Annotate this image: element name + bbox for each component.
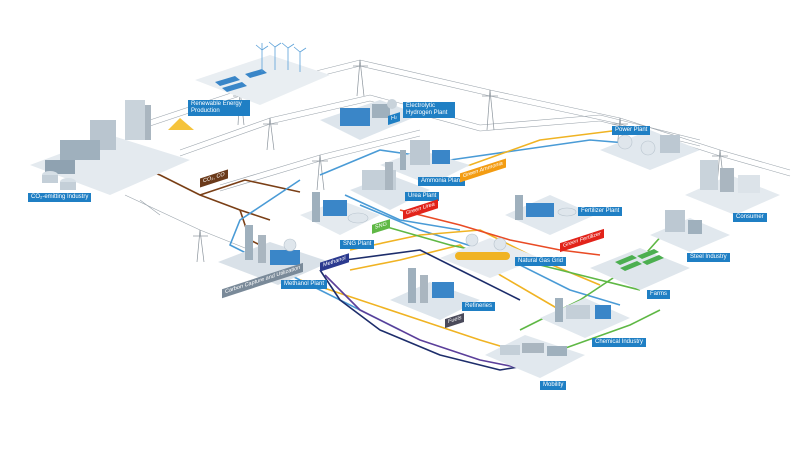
urea-plant-site — [350, 162, 430, 210]
chemical-industry-site — [540, 298, 630, 338]
farms-site — [590, 248, 690, 290]
ammonia-plant-label: Ammonia Plant — [418, 177, 465, 186]
consumer-site — [685, 160, 780, 215]
power-pylon-icon — [353, 59, 368, 97]
mobility-site — [485, 335, 585, 378]
steel-industry-label: Steel Industry — [687, 253, 730, 262]
blue-pipeline-1 — [229, 179, 401, 331]
power-pylon-icon — [312, 154, 328, 191]
consumer-label: Consumer — [733, 213, 767, 222]
power-pylon-icon — [193, 229, 208, 263]
natural-gas-grid-site — [440, 233, 540, 278]
electrolytic-hydrogen-site — [320, 99, 420, 140]
methanol-plant-label: Methanol Plant — [281, 280, 328, 289]
fertilizer-plant-site — [505, 195, 595, 235]
yellow-pipeline-4 — [349, 244, 561, 311]
power-pylon-icon — [482, 89, 498, 131]
greenhouse-icon — [615, 249, 664, 271]
ammonia-plant-site — [380, 140, 470, 185]
co2-pipeline-branch — [199, 179, 301, 196]
renewable-energy-site — [195, 41, 330, 105]
green-urea-pipeline — [399, 209, 601, 256]
methanol-pipeline-1 — [319, 269, 531, 371]
solar-panel-icon — [215, 69, 267, 92]
co2-industry-label: CO₂-emitting Industry — [28, 193, 92, 202]
yellow-pipeline-2 — [349, 229, 601, 286]
sng-plant-site — [300, 192, 380, 235]
blue-pipeline-2 — [319, 139, 651, 176]
purple-pipeline — [324, 274, 521, 369]
farms-label: Farms — [647, 290, 670, 299]
yellow-pipeline-3 — [299, 279, 531, 356]
electrolytic-hydrogen-label: Electrolytic Hydrogen Plant — [403, 102, 455, 118]
storage-tank-icon — [42, 171, 76, 190]
green-pipeline-3 — [559, 309, 661, 351]
mobility-label: Mobility — [540, 381, 567, 390]
power-plant-site — [600, 130, 700, 170]
power-plant-label: Power Plant — [612, 126, 651, 135]
blue-pipeline-4 — [344, 194, 461, 231]
methanol-pipeline-2 — [329, 249, 521, 301]
factory-icon — [45, 100, 151, 174]
refineries-label: Refineries — [462, 302, 496, 311]
vehicle-icon — [500, 343, 567, 356]
wind-turbine-icon — [255, 41, 307, 72]
fertilizer-plant-label: Fertilizer Plant — [578, 207, 623, 216]
methanol-plant-site — [218, 225, 330, 285]
sulfur-pile — [168, 118, 194, 130]
steel-industry-site — [650, 210, 730, 252]
refineries-site — [390, 268, 480, 320]
natural-gas-grid-label: Natural Gas Grid — [515, 257, 567, 266]
power-pylon-icon — [263, 117, 278, 151]
urea-plant-label: Urea Plant — [405, 192, 440, 201]
chemical-industry-label: Chemical Industry — [592, 338, 647, 347]
co2-emitting-industry-site — [30, 100, 194, 195]
renewable-energy-label: Renewable Energy Production — [188, 100, 250, 116]
sng-plant-label: SNG Plant — [340, 240, 375, 249]
